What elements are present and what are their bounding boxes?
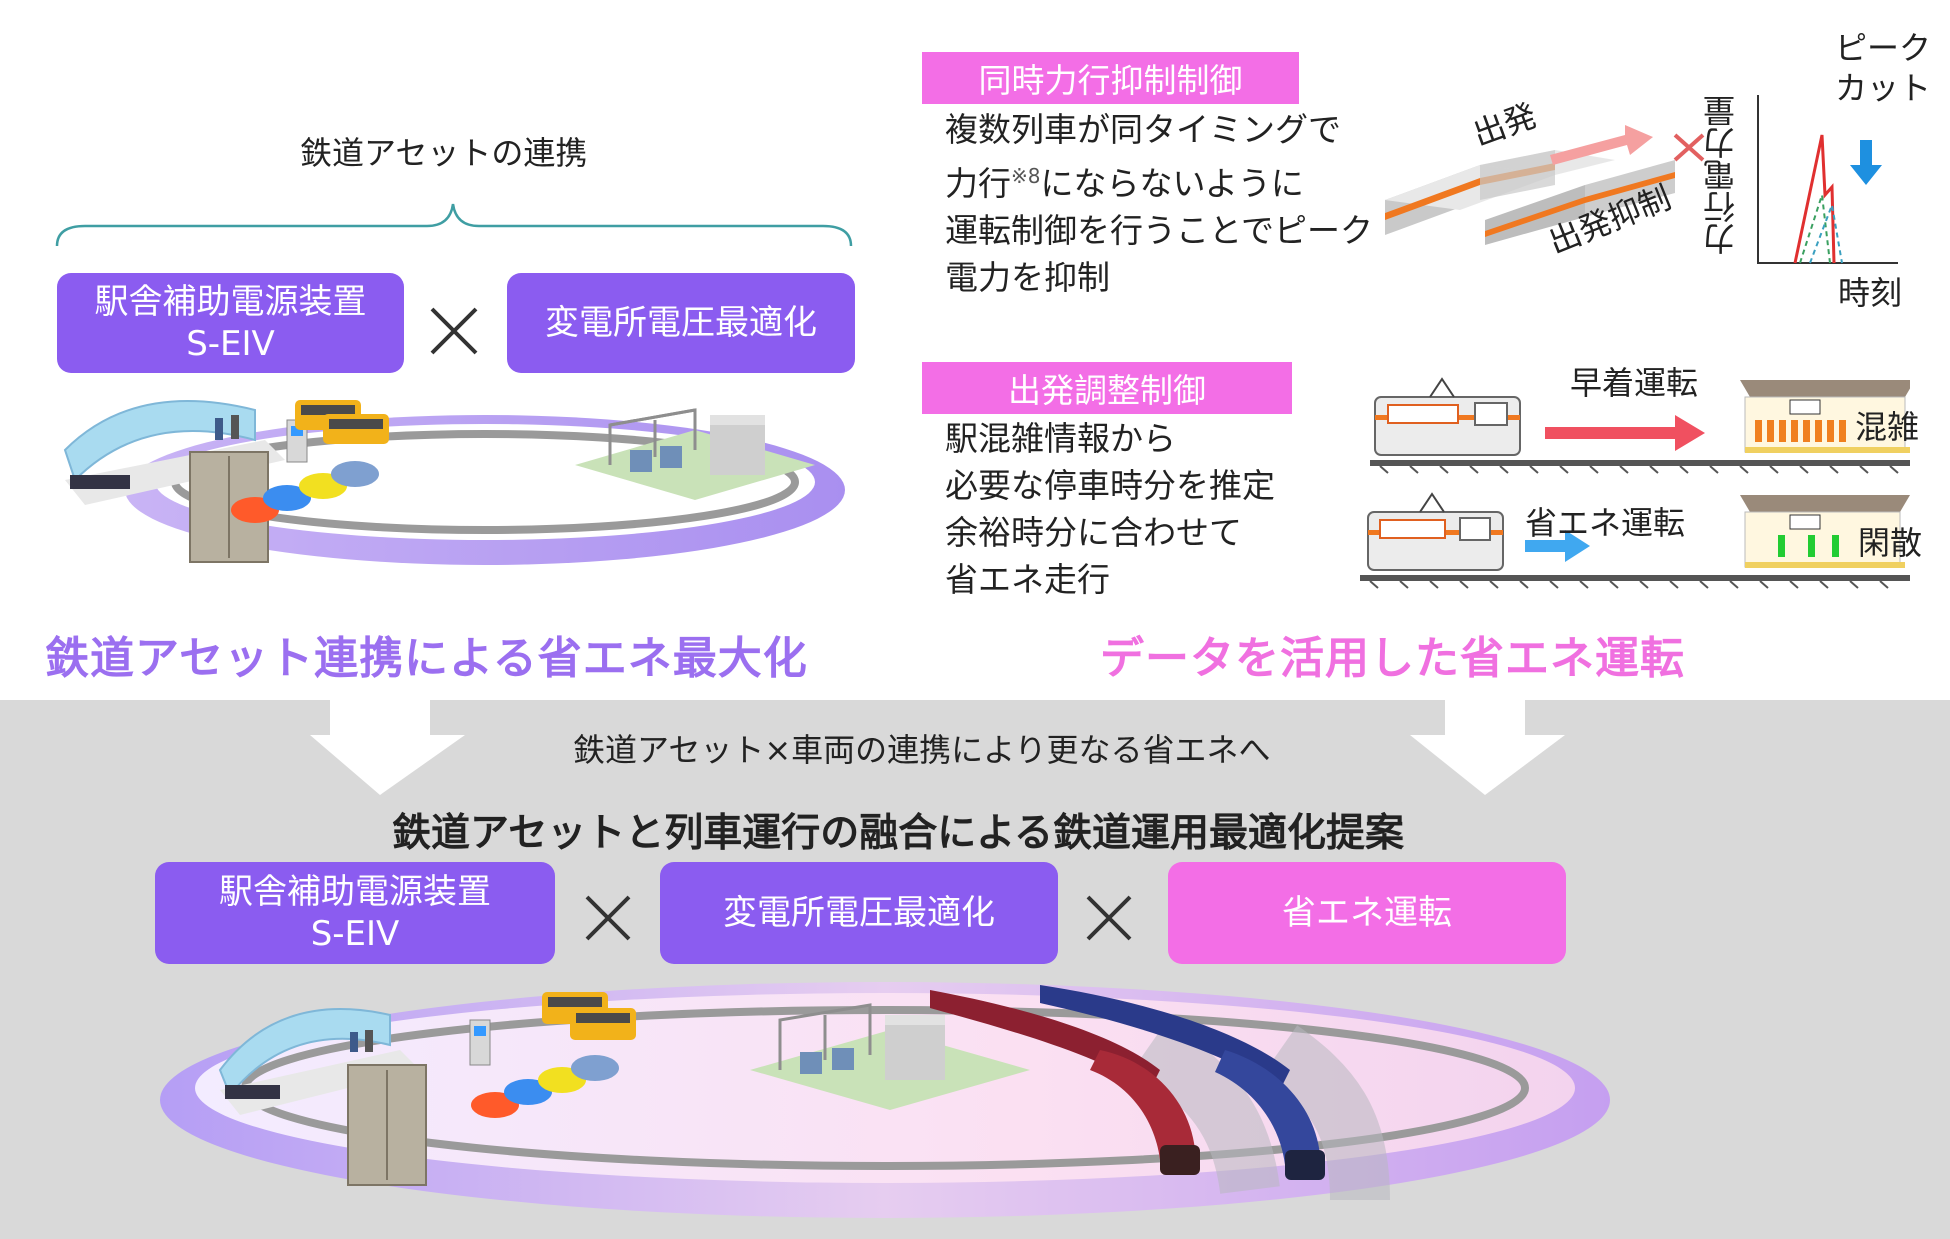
power-axis-label: 力行電力量 xyxy=(1702,95,1740,255)
peak-cut-line1: ピーク xyxy=(1835,29,1932,67)
peak-cut-line2: カット xyxy=(1835,69,1932,107)
sync-text-line2: 力行※8にならないように xyxy=(945,153,1373,207)
substation-box-top: 変電所電圧最適化 xyxy=(507,273,855,373)
eco-run-box-bottom: 省エネ運転 xyxy=(1168,862,1566,964)
early-run-label: 早着運転 xyxy=(1570,364,1699,402)
sync-text-line2-post: にならないように xyxy=(1040,164,1304,203)
eco-run-illustration xyxy=(1360,492,1910,589)
departure-adjust-label: 出発調整制御 xyxy=(922,362,1292,414)
brace-icon xyxy=(55,203,853,247)
departure-adjust-text: 駅混雑情報から 必要な停車時分を推定 余裕時分に合わせて 省エネ走行 xyxy=(945,415,1275,603)
seiv-box-top-line2: S-EIV xyxy=(186,324,275,364)
departing-trains-illustration xyxy=(1385,125,1705,245)
adjust-text-line3: 余裕時分に合わせて xyxy=(945,513,1242,552)
multiply-icon-2 xyxy=(1086,895,1132,941)
asset-illustration-top xyxy=(63,400,845,565)
sync-power-control-text: 複数列車が同タイミングで 力行※8にならないように 運転制御を行うことでピーク … xyxy=(945,106,1373,301)
asset-headline: 鉄道アセット連携による省エネ最大化 xyxy=(45,633,808,684)
eco-run-label: 省エネ運転 xyxy=(1525,504,1686,542)
sync-text-line1: 複数列車が同タイミングで xyxy=(945,110,1341,149)
sync-power-control-label: 同時力行抑制制御 xyxy=(922,52,1299,104)
sync-text-line4: 電力を抑制 xyxy=(945,258,1110,297)
time-axis-label: 時刻 xyxy=(1838,274,1903,312)
seiv-box-bottom-line1: 駅舎補助電源装置 xyxy=(219,871,491,912)
early-run-illustration xyxy=(1370,377,1910,474)
adjust-text-line1: 駅混雑情報から xyxy=(945,419,1176,458)
down-arrow-right-icon xyxy=(1410,700,1565,795)
substation-box-bottom: 変電所電圧最適化 xyxy=(660,862,1058,964)
quiet-label: 閑散 xyxy=(1858,524,1923,562)
peak-cut-chart xyxy=(1757,95,1898,264)
down-arrow-left-icon xyxy=(310,700,465,795)
adjust-text-line2: 必要な停車時分を推定 xyxy=(945,466,1275,505)
multiply-icon xyxy=(430,307,478,355)
seiv-box-bottom-line2: S-EIV xyxy=(310,914,400,954)
sync-text-line2-pre: 力行 xyxy=(945,164,1011,203)
sync-text-line3: 運転制御を行うことでピーク xyxy=(945,211,1374,250)
sync-text-footnote: ※8 xyxy=(1011,164,1041,188)
data-headline: データを活用した省エネ運転 xyxy=(1100,633,1685,684)
peak-cut-label: ピーク カット xyxy=(1835,28,1931,108)
multiply-icon-1 xyxy=(585,895,631,941)
bottom-subtitle: 鉄道アセット×車両の連携により更なる省エネへ xyxy=(573,731,1271,769)
seiv-box-top-line1: 駅舎補助電源装置 xyxy=(94,281,367,322)
asset-illustration-bottom xyxy=(160,982,1610,1218)
seiv-box-top: 駅舎補助電源装置 S-EIV xyxy=(57,273,404,373)
asset-link-label: 鉄道アセットの連携 xyxy=(300,134,588,172)
seiv-box-bottom: 駅舎補助電源装置 S-EIV xyxy=(155,862,555,964)
bottom-title: 鉄道アセットと列車運行の融合による鉄道運用最適化提案 xyxy=(392,811,1405,856)
crowded-label: 混雑 xyxy=(1855,408,1920,446)
adjust-text-line4: 省エネ走行 xyxy=(945,560,1110,599)
